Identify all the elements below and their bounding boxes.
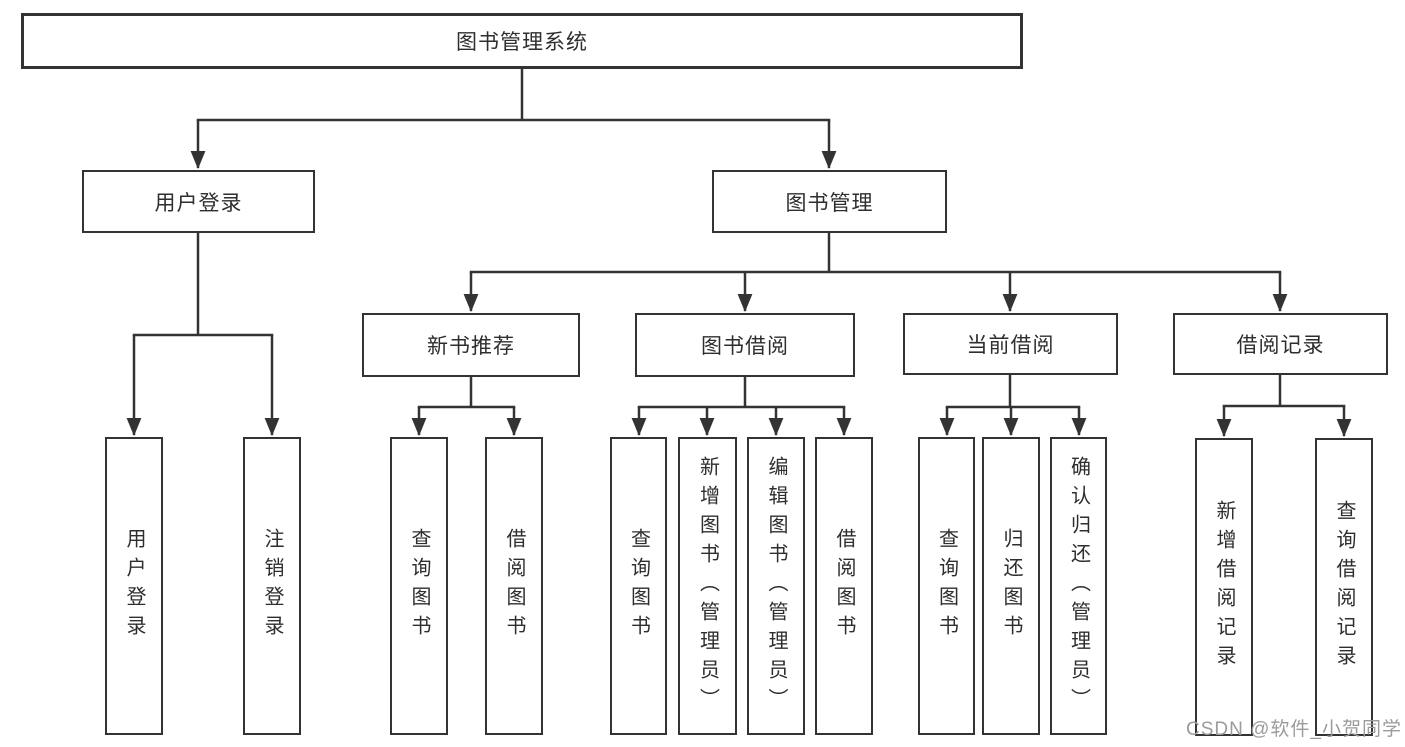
leaf-query-books-borrowing: 查询图书 [610,437,667,735]
leaf-query-borrow-record: 查询借阅记录 [1315,438,1373,736]
node-borrowing-records: 借阅记录 [1173,313,1388,375]
leaf-return-books: 归还图书 [982,437,1040,735]
leaf-label: 查询借阅记录 [1333,500,1355,674]
leaf-borrow-books-borrowing: 借阅图书 [815,437,873,735]
leaf-label: 借阅图书 [503,528,525,644]
leaf-borrow-books-recommend: 借阅图书 [485,437,543,735]
leaf-query-books-current: 查询图书 [918,437,975,735]
node-library-management-system: 图书管理系统 [21,13,1023,69]
leaf-label: 注销登录 [261,528,283,644]
leaf-logout: 注销登录 [243,437,301,735]
leaf-confirm-return-admin: 确认归还（管理员） [1050,437,1107,735]
node-current-borrowing: 当前借阅 [903,313,1118,375]
leaf-query-books-recommend: 查询图书 [390,437,448,735]
leaf-label: 用户登录 [123,528,145,644]
leaf-label: 确认归还（管理员） [1067,455,1090,717]
leaf-add-book-admin: 新增图书（管理员） [678,437,737,735]
leaf-label: 新增图书（管理员） [696,455,719,717]
node-book-management: 图书管理 [712,170,947,233]
node-new-book-recommendation: 新书推荐 [362,313,580,377]
node-book-borrowing: 图书借阅 [635,313,855,377]
leaf-label: 新增借阅记录 [1213,500,1235,674]
leaf-label: 查询图书 [408,528,430,644]
csdn-watermark: CSDN @软件_小贺同学 [1186,719,1402,740]
leaf-edit-book-admin: 编辑图书（管理员） [747,437,805,735]
leaf-user-login: 用户登录 [105,437,163,735]
leaf-label: 编辑图书（管理员） [765,455,787,717]
leaf-add-borrow-record: 新增借阅记录 [1195,438,1253,736]
node-user-login: 用户登录 [82,170,315,233]
leaf-label: 查询图书 [935,528,958,644]
leaf-label: 借阅图书 [833,528,855,644]
leaf-label: 查询图书 [627,528,650,644]
leaf-label: 归还图书 [1000,528,1022,644]
